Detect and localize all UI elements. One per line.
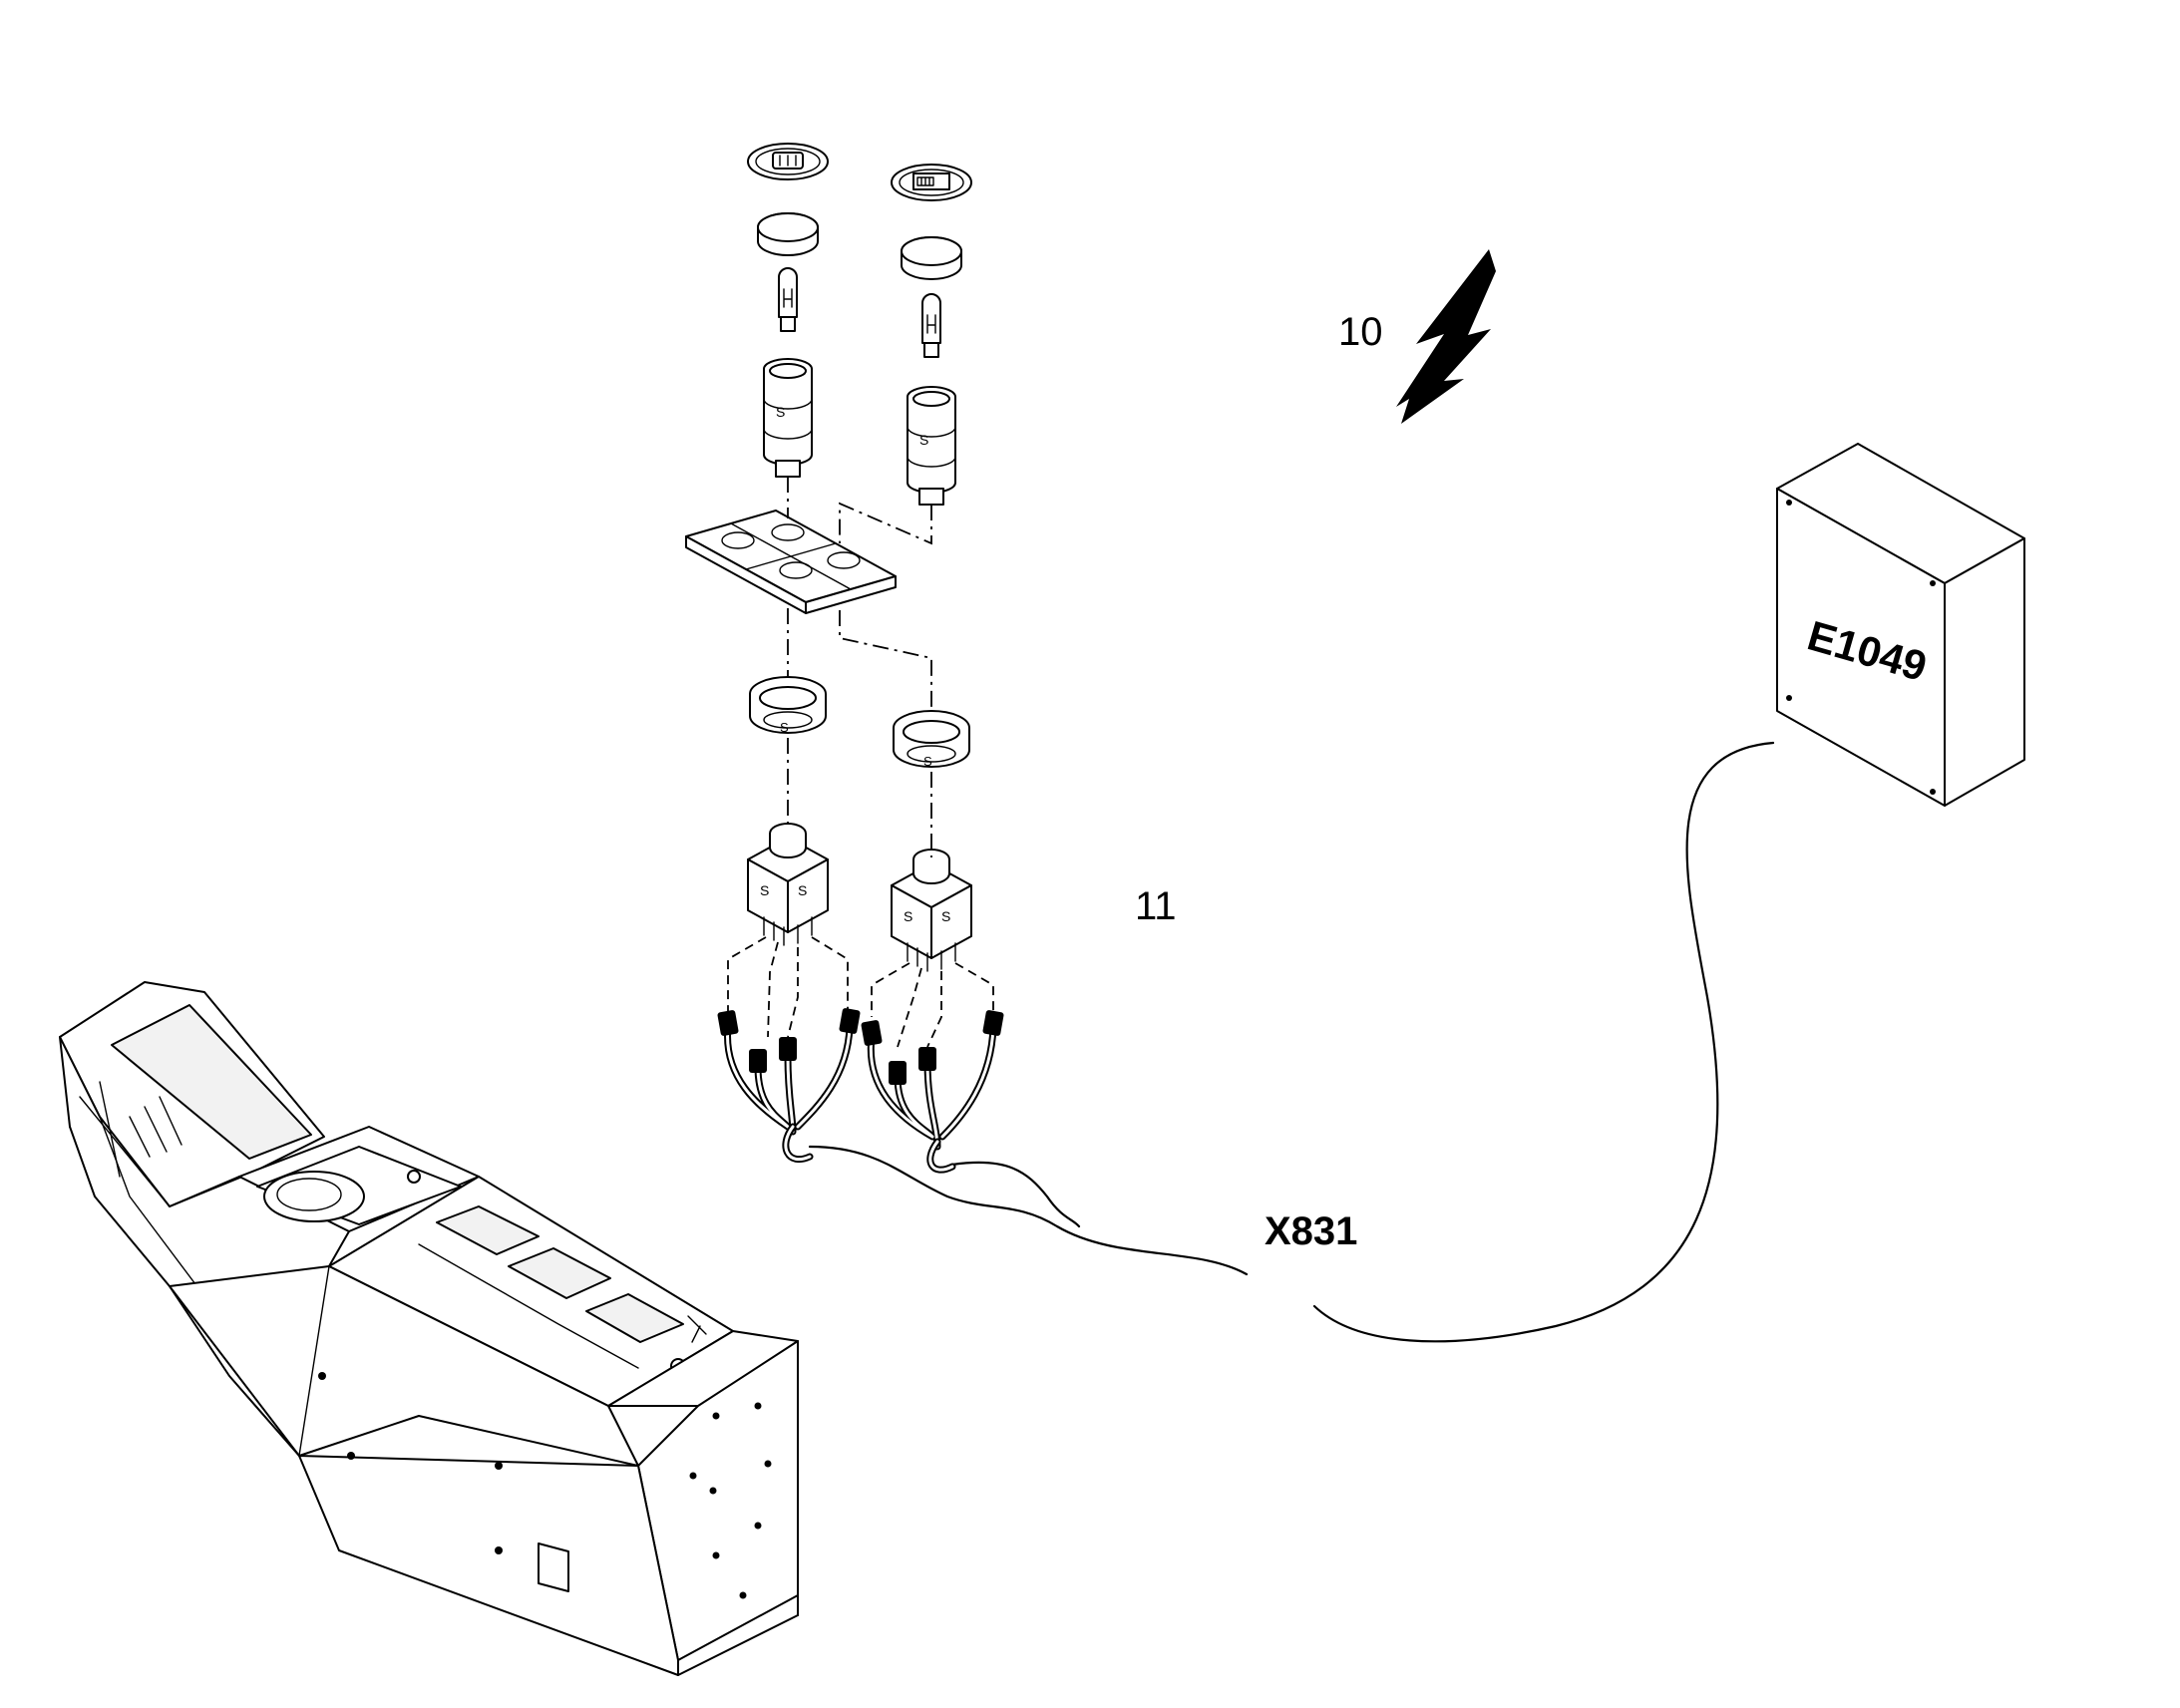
callout-10: 10 xyxy=(1338,310,1383,354)
connector-label-x831: X831 xyxy=(1265,1209,1357,1253)
svg-text:S: S xyxy=(904,908,912,924)
center-console xyxy=(59,981,799,1676)
switch-assembly-left: S S S S xyxy=(747,143,829,946)
svg-text:S: S xyxy=(941,908,950,924)
svg-text:S: S xyxy=(798,882,807,898)
switch-panel-plate xyxy=(685,510,897,614)
control-unit-e1049: E1049 xyxy=(1776,443,2025,807)
lightning-bolt-icon xyxy=(1396,249,1496,424)
wiring-harness xyxy=(717,1008,1004,1174)
cable-x831 xyxy=(808,1145,1249,1276)
svg-text:S: S xyxy=(919,432,928,448)
assembly-lines xyxy=(727,477,994,1048)
svg-text:S: S xyxy=(776,404,785,420)
switch-assembly-right: S S S S xyxy=(891,164,972,972)
svg-text:S: S xyxy=(780,720,789,735)
svg-text:S: S xyxy=(923,754,932,769)
callout-11: 11 xyxy=(1135,884,1177,928)
svg-text:S: S xyxy=(760,882,769,898)
cable-e1049 xyxy=(1312,741,1775,1343)
cable-x831-second xyxy=(950,1161,1081,1228)
